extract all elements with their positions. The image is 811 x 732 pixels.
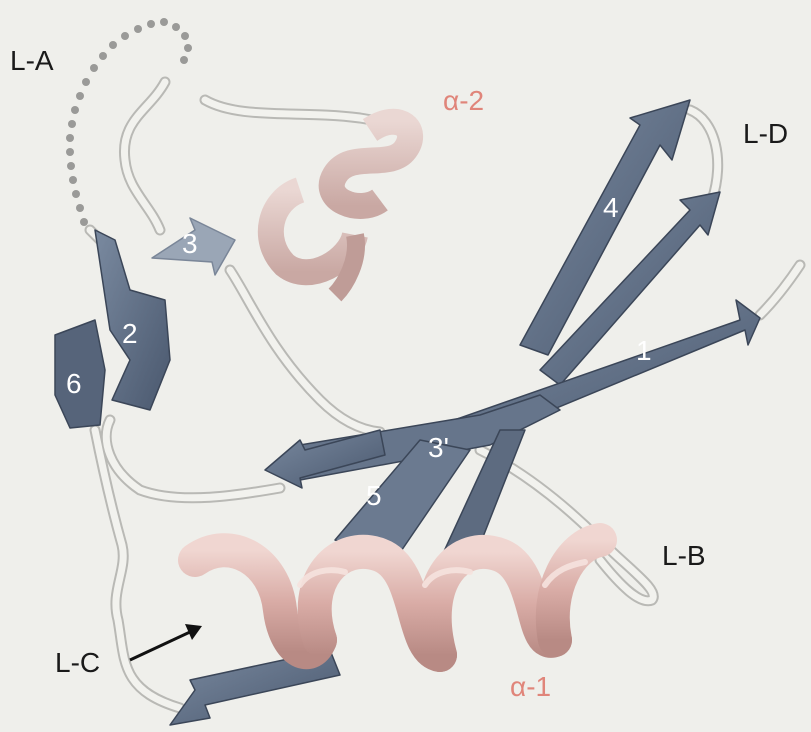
- arrow-icon: [130, 624, 202, 660]
- helix-alpha-1: [195, 540, 600, 655]
- label-loop-a: L-A: [10, 45, 54, 76]
- label-loop-d: L-D: [743, 118, 788, 149]
- label-loop-c: L-C: [55, 647, 100, 678]
- label-strand-3: 3: [182, 228, 198, 259]
- label-loop-b: L-B: [662, 540, 706, 571]
- label-strand-2: 2: [122, 318, 138, 349]
- label-strand-1: 1: [636, 335, 652, 366]
- helix-alpha-2: [271, 122, 410, 295]
- label-strand-3p: 3': [428, 432, 449, 463]
- label-helix-1: α-1: [510, 671, 551, 702]
- label-strand-6: 6: [66, 368, 82, 399]
- label-strand-5: 5: [366, 480, 382, 511]
- label-helix-2: α-2: [443, 85, 484, 116]
- label-strand-4: 4: [603, 192, 619, 223]
